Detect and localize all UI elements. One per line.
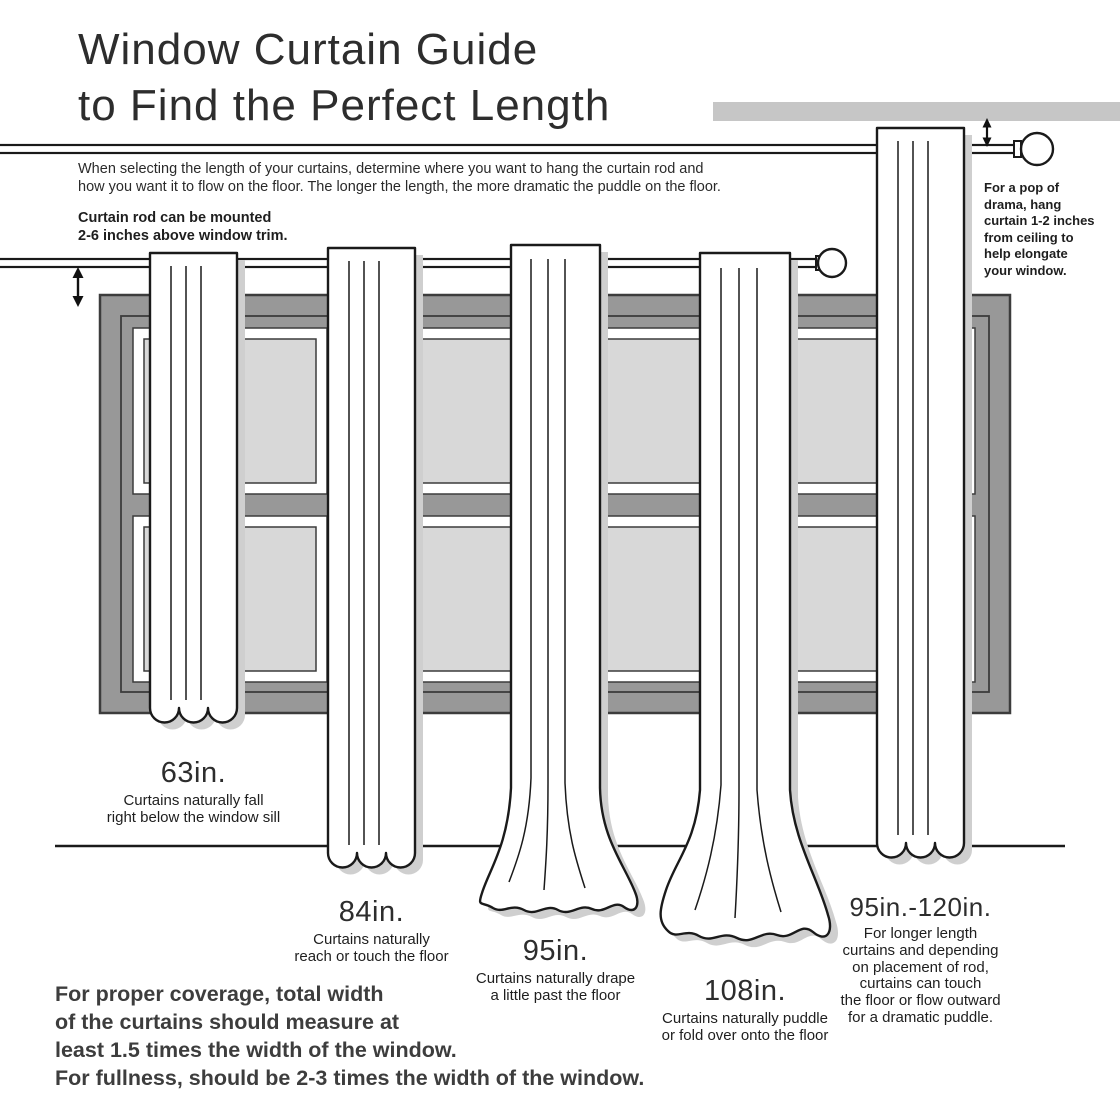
curtain-63in-folds xyxy=(170,266,202,700)
ceiling-bar xyxy=(713,102,1120,121)
label-63in: 63in. Curtains naturally fall right belo… xyxy=(86,757,301,827)
top-rod-finial xyxy=(1019,131,1055,167)
intro-text: When selecting the length of your curtai… xyxy=(78,161,721,195)
label-84in: 84in. Curtains naturally reach or touch … xyxy=(264,896,479,966)
curtain-108in-folds xyxy=(694,268,782,919)
curtain-95-120in-folds xyxy=(897,141,929,835)
curtain-108in xyxy=(659,251,839,948)
curtain-63in-panel xyxy=(148,251,239,724)
curtain-95in xyxy=(478,243,646,920)
curtain-84in-folds xyxy=(348,261,380,845)
desc-95-120in: For longer length curtains and depending… xyxy=(840,925,1001,1026)
window-rod-finial xyxy=(816,247,848,279)
mount-height-arrow-icon xyxy=(72,267,84,307)
curtain-84in-panel xyxy=(326,246,417,869)
curtain-95-120in-panel xyxy=(875,126,966,859)
rod-mount-note: Curtain rod can be mounted 2-6 inches ab… xyxy=(78,210,288,244)
desc-108in: Curtains naturally puddle or fold over o… xyxy=(661,1010,829,1044)
desc-84in: Curtains naturally reach or touch the fl… xyxy=(294,931,449,965)
label-95-120in: 95in.-120in. For longer length curtains … xyxy=(813,892,1028,1027)
curtain-84in xyxy=(326,246,423,875)
length-95-120in: 95in.-120in. xyxy=(849,892,992,922)
curtain-95in-panel xyxy=(478,243,639,914)
label-95in: 95in. Curtains naturally drape a little … xyxy=(448,935,663,1005)
desc-95in: Curtains naturally drape a little past t… xyxy=(475,970,636,1004)
ceiling-gap-arrow-icon xyxy=(982,118,992,147)
length-108in: 108in. xyxy=(703,975,786,1007)
ceiling-tip-text: For a pop of drama, hang curtain 1-2 inc… xyxy=(984,180,1095,278)
length-63in: 63in. xyxy=(160,757,227,789)
curtain-95in-folds xyxy=(508,259,586,891)
coverage-note: For proper coverage, total width of the … xyxy=(55,982,645,1090)
curtain-108in-panel xyxy=(659,251,832,942)
curtain-63in xyxy=(148,251,245,730)
desc-63in: Curtains naturally fall right below the … xyxy=(106,792,281,826)
length-84in: 84in. xyxy=(338,896,405,928)
label-108in: 108in. Curtains naturally puddle or fold… xyxy=(635,975,855,1045)
length-95in: 95in. xyxy=(522,935,589,967)
top-curtain-rod xyxy=(0,131,1055,167)
page-title: Window Curtain Guide to Find the Perfect… xyxy=(78,25,611,130)
curtain-95-120in xyxy=(875,126,972,865)
